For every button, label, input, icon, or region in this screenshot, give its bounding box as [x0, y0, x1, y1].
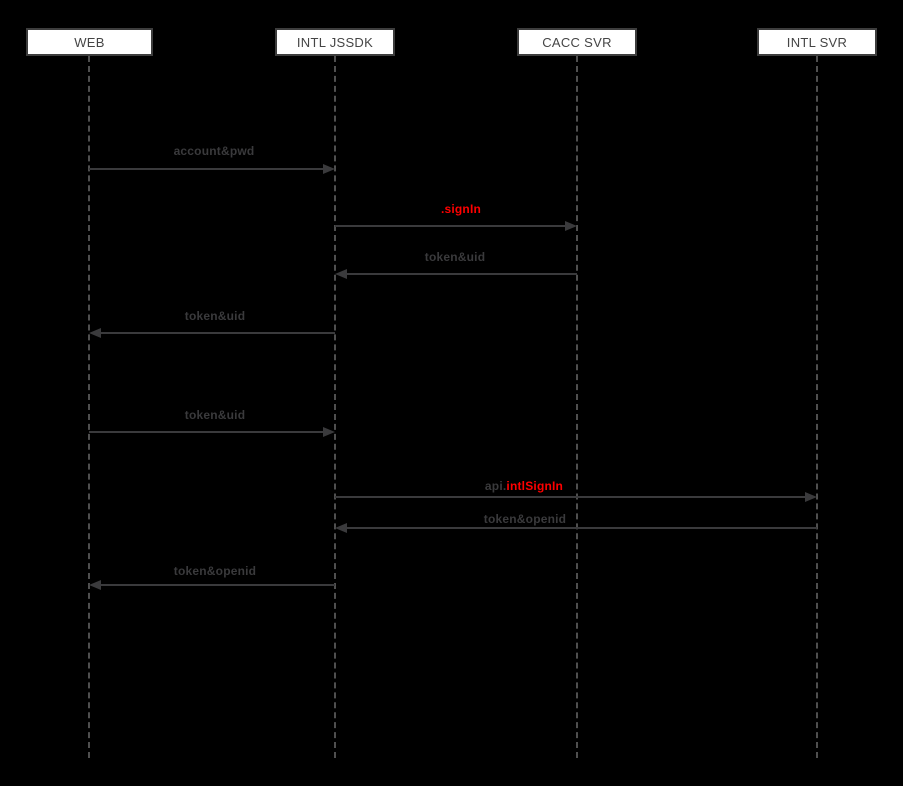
message-line-3	[100, 332, 335, 334]
lifeline-intl-jssdk	[334, 56, 336, 758]
message-line-7	[100, 584, 335, 586]
message-label-5: api.intlSignIn	[485, 479, 563, 493]
message-line-2	[346, 273, 577, 275]
message-label-part: api.	[484, 479, 507, 493]
message-label-part: token&openid	[173, 564, 257, 578]
message-label-2: token&uid	[425, 250, 485, 264]
lifeline-cacc-svr	[576, 56, 578, 758]
arrowhead-left-icon	[89, 328, 101, 338]
arrowhead-left-icon	[335, 269, 347, 279]
arrowhead-right-icon	[565, 221, 577, 231]
message-label-part: .signIn	[440, 202, 482, 216]
actor-box-web: WEB	[26, 28, 153, 56]
arrowhead-right-icon	[323, 164, 335, 174]
message-label-6: token&openid	[484, 512, 566, 526]
message-line-1	[335, 225, 566, 227]
message-label-part: account&pwd	[173, 144, 255, 158]
message-line-5	[335, 496, 806, 498]
arrowhead-right-icon	[323, 427, 335, 437]
actor-box-intl-jssdk: INTL JSSDK	[275, 28, 395, 56]
actor-label-web: WEB	[74, 34, 105, 50]
message-label-1: .signIn	[441, 202, 481, 216]
message-line-6	[346, 527, 817, 529]
arrowhead-left-icon	[335, 523, 347, 533]
actor-box-intl-svr: INTL SVR	[757, 28, 877, 56]
arrowhead-left-icon	[89, 580, 101, 590]
actor-label-intl-svr: INTL SVR	[786, 34, 848, 50]
actor-label-cacc-svr: CACC SVR	[542, 34, 612, 50]
message-label-3: token&uid	[185, 309, 245, 323]
message-label-4: token&uid	[185, 408, 245, 422]
message-label-0: account&pwd	[174, 144, 255, 158]
actor-box-cacc-svr: CACC SVR	[517, 28, 637, 56]
message-line-0	[89, 168, 324, 170]
message-label-7: token&openid	[174, 564, 256, 578]
message-label-part: intlSignIn	[506, 479, 564, 493]
lifeline-intl-svr	[816, 56, 818, 758]
message-line-4	[89, 431, 324, 433]
message-label-part: token&uid	[184, 408, 246, 422]
arrowhead-right-icon	[805, 492, 817, 502]
message-label-part: token&openid	[483, 512, 567, 526]
actor-label-intl-jssdk: INTL JSSDK	[296, 34, 374, 50]
message-label-part: token&uid	[184, 309, 246, 323]
message-label-part: token&uid	[424, 250, 486, 264]
lifeline-web	[88, 56, 90, 758]
